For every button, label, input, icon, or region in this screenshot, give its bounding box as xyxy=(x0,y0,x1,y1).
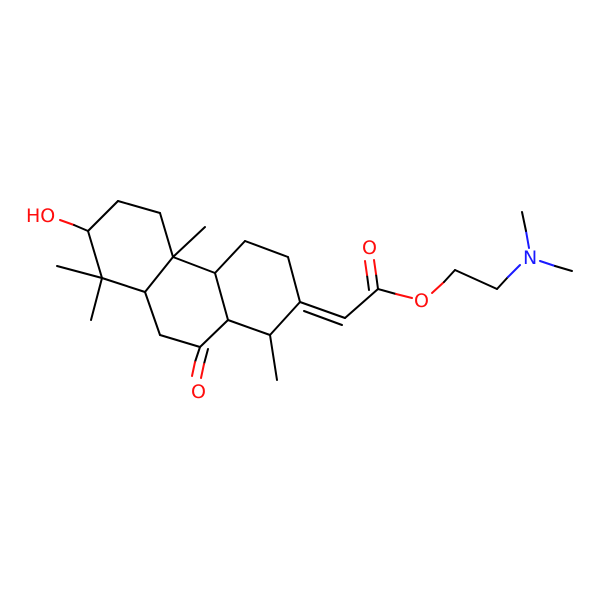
bond xyxy=(431,281,445,294)
bond xyxy=(59,219,75,226)
hydroxyl-label: HO xyxy=(26,205,55,227)
double-bond xyxy=(200,363,205,379)
bond xyxy=(521,211,527,232)
bond xyxy=(227,319,271,336)
bond xyxy=(287,256,301,303)
bond xyxy=(101,277,146,293)
bond xyxy=(269,301,301,336)
bond xyxy=(525,230,530,249)
bond xyxy=(117,200,161,214)
bond xyxy=(395,293,413,299)
bond xyxy=(56,265,103,279)
double-bond xyxy=(366,274,370,291)
atom-labels: HO O O O N xyxy=(26,205,537,403)
bond xyxy=(344,288,379,319)
heteroatom-bonds xyxy=(59,211,573,379)
double-bond xyxy=(373,259,377,275)
double-bond xyxy=(203,348,209,365)
bond xyxy=(214,240,246,274)
bond xyxy=(87,200,119,232)
bond xyxy=(172,226,206,258)
bond xyxy=(159,334,201,348)
ketone-oxygen-label: O xyxy=(191,381,206,403)
bond xyxy=(199,319,229,348)
double-bond xyxy=(364,260,368,276)
bond xyxy=(172,256,216,274)
bond xyxy=(87,230,103,279)
bond xyxy=(159,212,174,258)
bond xyxy=(269,334,278,381)
amine-nitrogen-label: N xyxy=(523,247,537,269)
bond xyxy=(73,224,89,232)
carbonyl-oxygen-label: O xyxy=(362,237,377,259)
bond xyxy=(443,269,456,283)
bond xyxy=(377,288,397,295)
double-bond xyxy=(191,361,196,377)
carbon-bonds xyxy=(56,200,498,381)
bond xyxy=(214,272,229,321)
bond xyxy=(554,265,573,272)
bond xyxy=(507,264,521,278)
bond xyxy=(144,291,161,336)
bond xyxy=(496,276,509,290)
bond xyxy=(90,277,103,321)
ester-oxygen-label: O xyxy=(414,290,429,312)
double-bond xyxy=(194,346,201,363)
bond xyxy=(539,260,556,267)
double-bond xyxy=(299,301,346,319)
double-bond xyxy=(375,273,379,290)
bond xyxy=(144,256,174,293)
double-bond xyxy=(303,310,343,326)
bond xyxy=(244,240,289,258)
bond xyxy=(454,269,498,290)
